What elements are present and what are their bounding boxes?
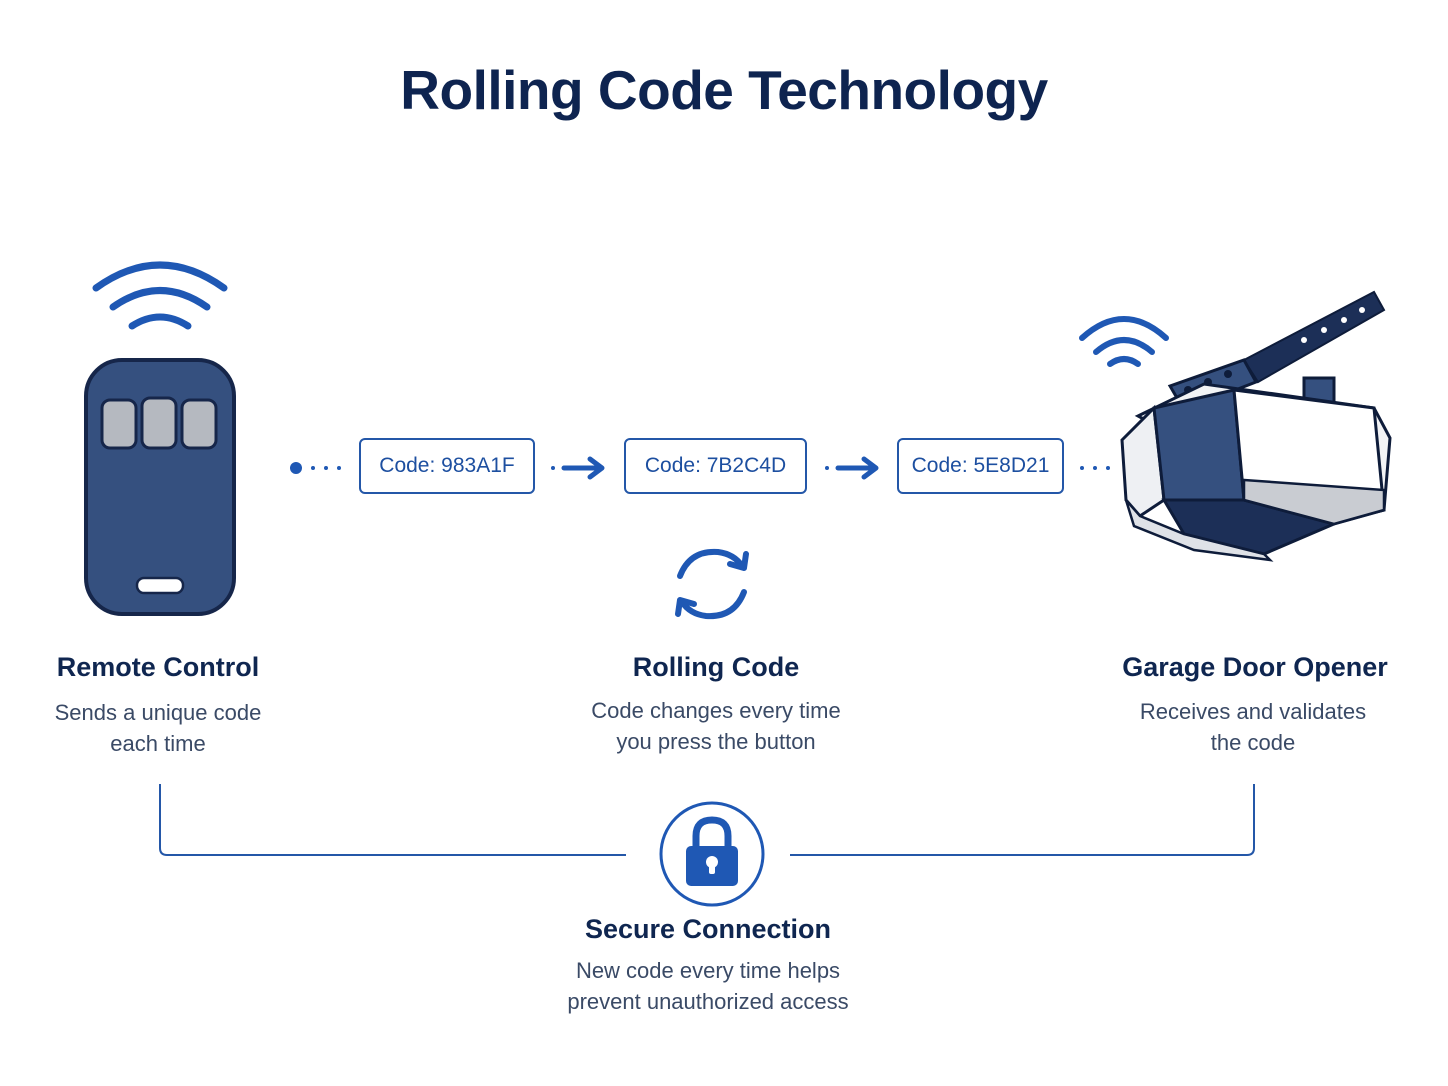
wifi-signal-icon xyxy=(1079,316,1169,367)
code-box-1: Code: 983A1F xyxy=(359,438,535,494)
arrow-right-icon xyxy=(825,456,879,480)
remote-desc-line: each time xyxy=(110,731,206,756)
code-box-3: Code: 5E8D21 xyxy=(897,438,1064,494)
rolling-desc: Code changes every time you press the bu… xyxy=(546,695,886,757)
signal-dots xyxy=(1080,466,1110,470)
connection-bracket xyxy=(159,784,1255,856)
secure-desc-line: New code every time helps xyxy=(575,958,841,983)
signal-dots xyxy=(290,462,341,474)
opener-desc-line: the code xyxy=(1210,730,1296,755)
remote-desc: Sends a unique code each time xyxy=(18,697,298,759)
rolling-desc-line: you press the button xyxy=(616,729,816,754)
rolling-desc-line: Code changes every time xyxy=(591,698,841,723)
arrow-right-icon xyxy=(551,456,605,480)
remote-title: Remote Control xyxy=(56,652,260,682)
remote-desc-line: Sends a unique code xyxy=(54,700,262,725)
page-title: Rolling Code Technology xyxy=(400,59,1048,121)
code-box-2: Code: 7B2C4D xyxy=(624,438,807,494)
opener-desc: Receives and validates the code xyxy=(1100,696,1406,758)
garage-door-opener-icon xyxy=(1079,290,1392,562)
wifi-signal-icon xyxy=(92,261,228,330)
secure-title: Secure Connection xyxy=(584,914,832,944)
remote-control-icon xyxy=(84,261,236,616)
opener-desc-line: Receives and validates xyxy=(1139,699,1367,724)
rolling-title: Rolling Code xyxy=(632,652,800,682)
secure-desc-line: prevent unauthorized access xyxy=(567,989,849,1014)
padlock-icon xyxy=(659,801,765,907)
opener-title: Garage Door Opener xyxy=(1122,652,1388,682)
secure-desc: New code every time helps prevent unauth… xyxy=(518,955,898,1017)
sync-arrows-icon xyxy=(675,548,749,620)
